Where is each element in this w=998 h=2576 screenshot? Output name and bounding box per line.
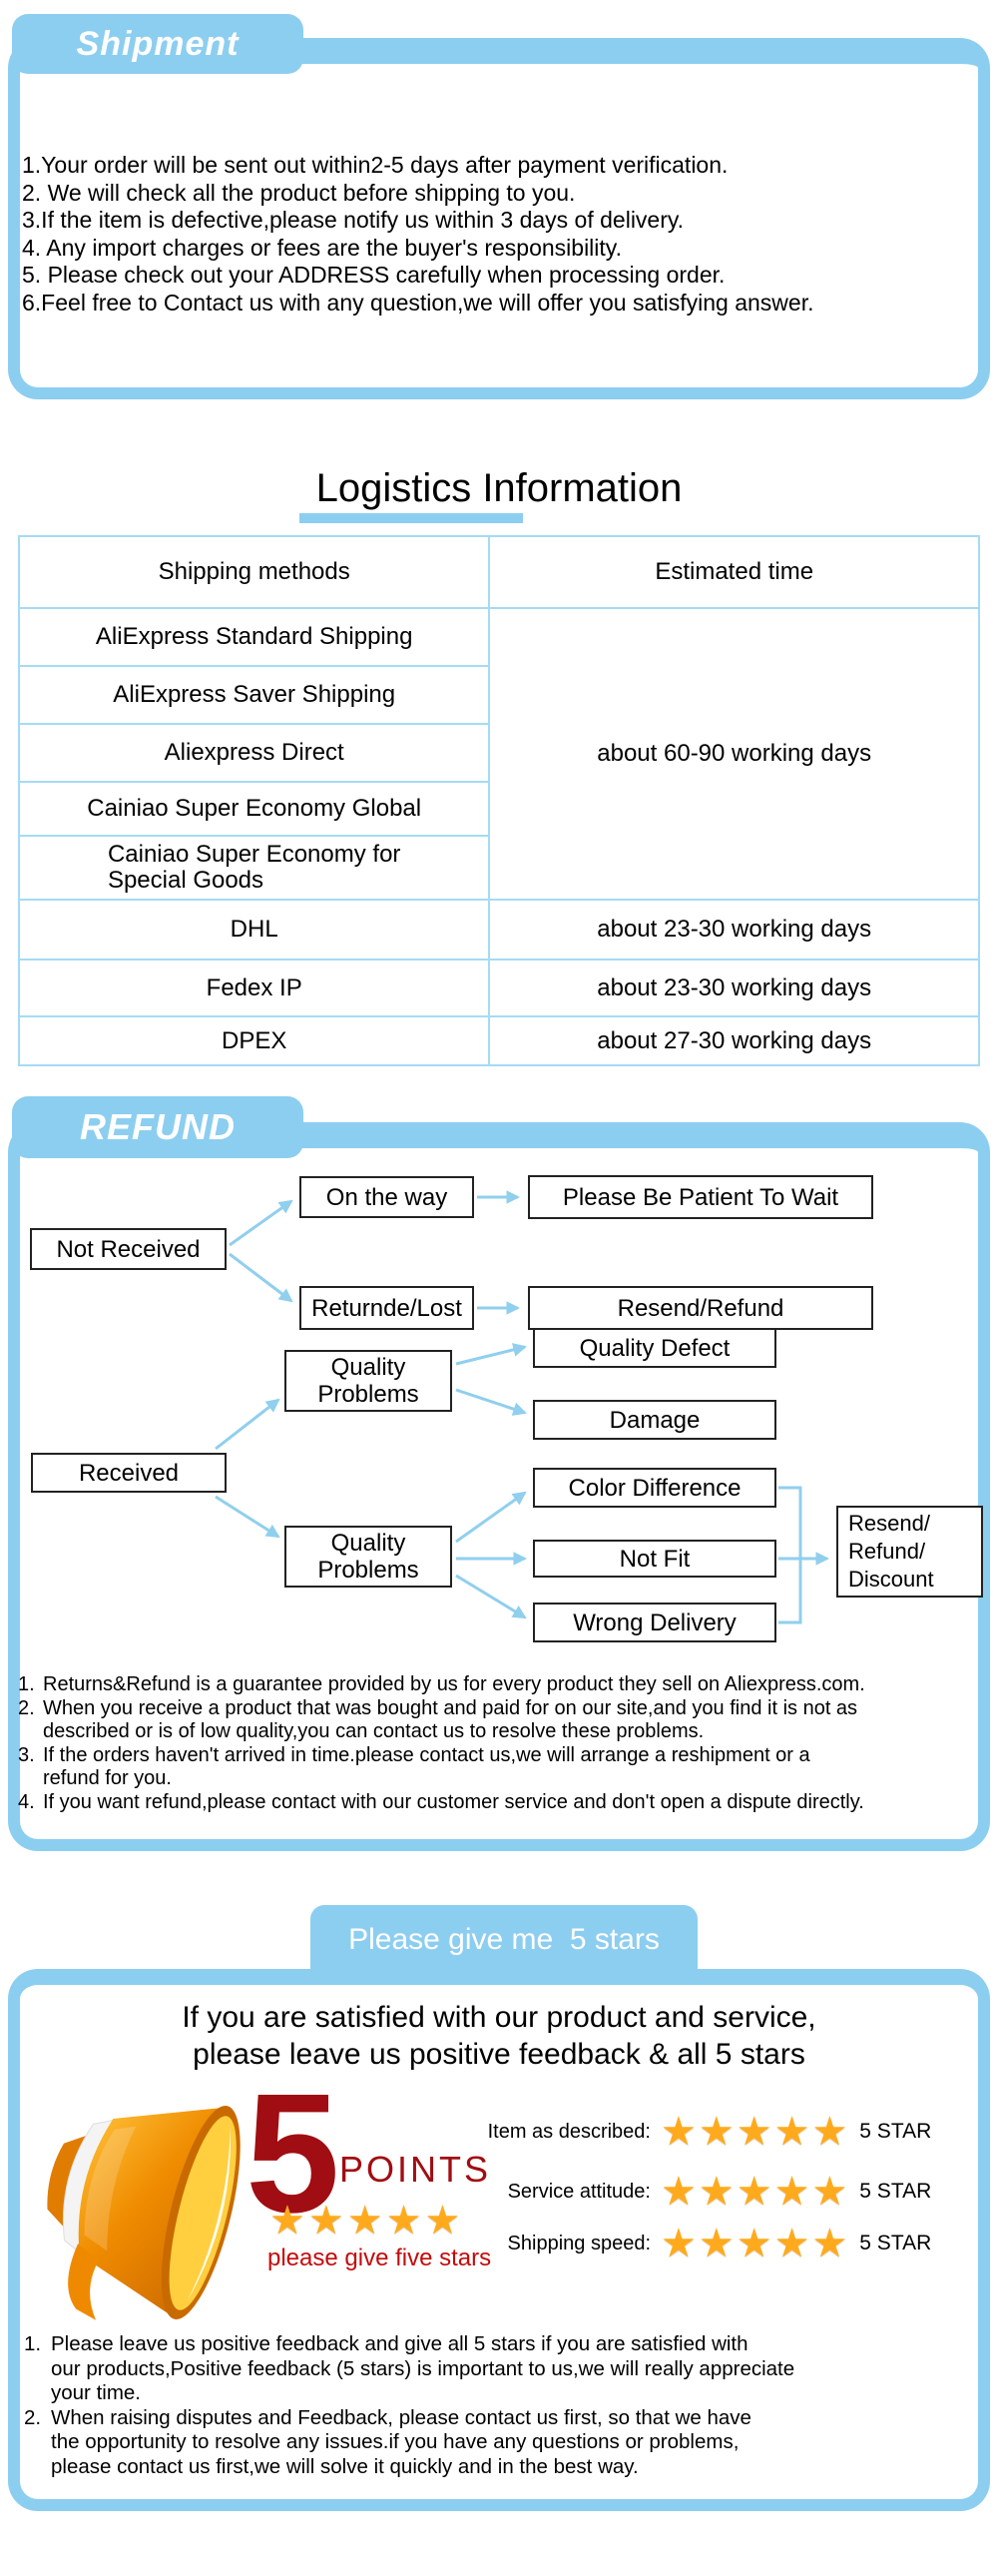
flow-be-patient-box: Please Be Patient To Wait xyxy=(528,1175,873,1219)
logistics-title-underline xyxy=(299,513,523,523)
note-text: When raising disputes and Feedback, plea… xyxy=(51,2405,751,2478)
table-row: Fedex IP about 23-30 working days xyxy=(17,959,980,1017)
table-row: AliExpress Standard Shipping about 60-90… xyxy=(17,607,980,901)
refund-note: 3. If the orders haven't arrived in time… xyxy=(18,1744,974,1791)
shipment-note: 3.If the item is defective,please notify… xyxy=(22,207,685,233)
shipping-method-cell: Cainiao Super Economy Global xyxy=(17,781,491,837)
note-number: 3. xyxy=(18,1743,35,1766)
shipping-method-cell: Fedex IP xyxy=(17,959,491,1017)
shipping-method-cell: Aliexpress Direct xyxy=(17,723,491,783)
logistics-table: Shipping methods Estimated time AliExpre… xyxy=(17,535,980,1066)
logistics-title: Logistics Information xyxy=(315,466,683,510)
flow-wrong-delivery-box: Wrong Delivery xyxy=(533,1603,776,1642)
flow-resend-refund-discount-box: Resend/ Refund/ Discount xyxy=(836,1506,983,1598)
flow-damage-box: Damage xyxy=(533,1400,776,1440)
megaphone-icon xyxy=(47,2106,241,2320)
estimated-time-header: Estimated time xyxy=(488,535,980,609)
table-row: Aliexpress Direct xyxy=(17,723,979,783)
flow-quality-problems-box: Quality Problems xyxy=(284,1350,452,1412)
shipment-section-box xyxy=(8,38,990,399)
table-row: Cainiao Super Economy Global xyxy=(17,781,979,837)
note-number: 2. xyxy=(18,1696,35,1719)
shipment-note: 5. Please check out your ADDRESS careful… xyxy=(22,262,726,288)
shipment-note: 6.Feel free to Contact us with any quest… xyxy=(22,289,814,316)
note-text: If the orders haven't arrived in time.pl… xyxy=(43,1743,810,1790)
star-icons: ★★★★★ xyxy=(661,2170,850,2214)
refund-tab: REFUND xyxy=(12,1096,303,1158)
refund-note: 1. Returns&Refund is a guarantee provide… xyxy=(18,1673,974,1697)
five-stars-banner: Please give me 5 stars xyxy=(310,1905,698,1975)
rating-value: 5 STAR xyxy=(859,2180,932,2203)
five-points-number: 5 xyxy=(246,2059,340,2249)
flow-quality-problems-box: Quality Problems xyxy=(284,1526,452,1588)
shipment-tab: Shipment xyxy=(12,14,303,74)
note-number: 4. xyxy=(18,1790,35,1813)
flow-received-box: Received xyxy=(31,1453,227,1493)
shipping-methods-header: Shipping methods xyxy=(17,535,491,609)
stars-heading-line2: please leave us positive feedback & all … xyxy=(193,2038,805,2071)
table-row: AliExpress Saver Shipping xyxy=(17,665,979,725)
shipment-note: 4. Any import charges or fees are the bu… xyxy=(22,234,622,261)
refund-notes: 1. Returns&Refund is a guarantee provide… xyxy=(18,1673,974,1814)
table-row: DPEX about 27-30 working days xyxy=(17,1015,980,1066)
table-header-row: Shipping methods Estimated time xyxy=(17,535,980,609)
shipment-note: 1.Your order will be sent out within2-5 … xyxy=(22,152,729,178)
rating-row-shipping-speed: Shipping speed: ★★★★★ 5 STAR xyxy=(467,2221,991,2266)
shipping-method-cell: Cainiao Super Economy for Special Goods xyxy=(17,835,491,901)
rating-label: Item as described: xyxy=(487,2120,651,2143)
refund-note: 4. If you want refund,please contact wit… xyxy=(18,1791,974,1815)
flow-not-fit-box: Not Fit xyxy=(533,1540,776,1578)
note-text: Please leave us positive feedback and gi… xyxy=(51,2332,795,2404)
shipping-method-cell: AliExpress Standard Shipping xyxy=(17,607,491,667)
star-icons: ★★★★★ xyxy=(661,2110,850,2154)
shipping-method-cell: DPEX xyxy=(17,1015,491,1066)
flow-returned-lost-box: Returnde/Lost xyxy=(299,1286,474,1330)
rating-value: 5 STAR xyxy=(859,2232,932,2254)
estimated-time-cell: about 60-90 working days xyxy=(488,607,980,901)
flow-color-difference-box: Color Difference xyxy=(533,1468,776,1508)
feedback-notes: 1. Please leave us positive feedback and… xyxy=(24,2332,972,2479)
flow-not-received-box: Not Received xyxy=(30,1228,227,1270)
flow-quality-defect-box: Quality Defect xyxy=(533,1328,776,1368)
note-number: 1. xyxy=(18,1673,35,1695)
note-text: Returns&Refund is a guarantee provided b… xyxy=(43,1673,865,1695)
estimated-time-cell: about 27-30 working days xyxy=(488,1015,980,1066)
estimated-time-cell: about 23-30 working days xyxy=(488,899,980,961)
rating-row-item-described: Item as described: ★★★★★ 5 STAR xyxy=(467,2109,991,2155)
give-five-stars-caption: please give five stars xyxy=(267,2245,492,2271)
rating-label: Service attitude: xyxy=(507,2180,651,2203)
star-icons: ★★★★★ xyxy=(661,2222,850,2265)
estimated-time-cell: about 23-30 working days xyxy=(488,959,980,1017)
flow-resend-refund-box: Resend/Refund xyxy=(528,1286,873,1330)
rating-label: Shipping speed: xyxy=(507,2232,651,2254)
feedback-note: 1. Please leave us positive feedback and… xyxy=(24,2332,972,2406)
shipment-note: 2. We will check all the product before … xyxy=(22,179,576,206)
note-number: 1. xyxy=(24,2332,42,2355)
stars-heading: If you are satisfied with our product an… xyxy=(0,1999,998,2073)
feedback-note: 2. When raising disputes and Feedback, p… xyxy=(24,2406,972,2480)
shipment-notes: 1.Your order will be sent out within2-5 … xyxy=(22,152,980,317)
note-number: 2. xyxy=(24,2405,42,2429)
note-text: If you want refund,please contact with o… xyxy=(43,1790,864,1813)
promo-stars-icons: ★★★★★ xyxy=(269,2199,464,2243)
refund-note: 2. When you receive a product that was b… xyxy=(18,1697,974,1744)
shipping-method-text: Cainiao Super Economy for Special Goods xyxy=(107,840,401,894)
shipping-method-cell: AliExpress Saver Shipping xyxy=(17,665,491,725)
shipping-method-cell: DHL xyxy=(17,899,491,961)
stars-heading-line1: If you are satisfied with our product an… xyxy=(182,2001,816,2034)
table-row: DHL about 23-30 working days xyxy=(17,899,980,961)
rating-value: 5 STAR xyxy=(859,2120,932,2143)
flow-on-the-way-box: On the way xyxy=(299,1176,474,1218)
table-row: Cainiao Super Economy for Special Goods xyxy=(17,835,979,901)
five-points-label: POINTS xyxy=(339,2149,492,2190)
rating-row-service-attitude: Service attitude: ★★★★★ 5 STAR xyxy=(467,2169,991,2215)
note-text: When you receive a product that was boug… xyxy=(43,1696,858,1743)
